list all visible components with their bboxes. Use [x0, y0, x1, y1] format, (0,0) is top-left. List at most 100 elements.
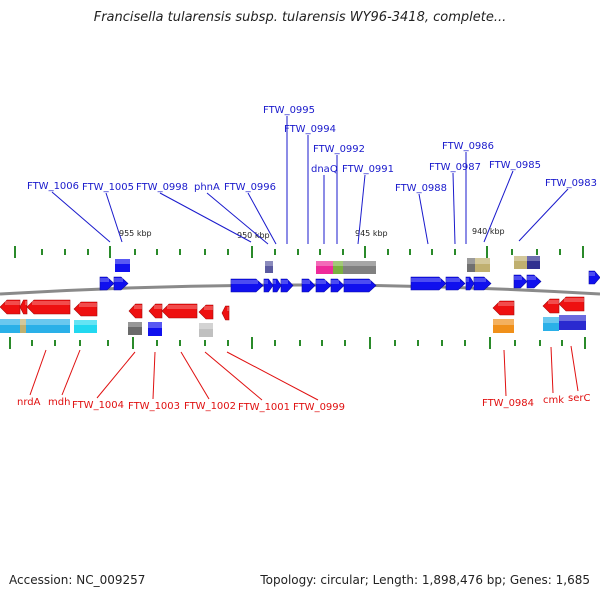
- feature-block: [467, 258, 475, 272]
- feature-block: [543, 317, 559, 331]
- reverse-gene-arrow: [558, 296, 585, 312]
- gene-arrow-shine: [227, 307, 229, 311]
- gene-arrow-shine: [498, 302, 514, 306]
- feature-block: [514, 256, 527, 269]
- page-title: Francisella tularensis subsp. tularensis…: [93, 10, 507, 25]
- forward-label-leader: [206, 192, 269, 245]
- feature-block: [493, 319, 514, 333]
- reverse-gene-label-ftw-1003: FTW_1003: [128, 401, 180, 412]
- forward-gene-arrow: [301, 278, 316, 293]
- forward-gene-arrow: [230, 278, 264, 293]
- gene-arrow-shine: [264, 280, 268, 284]
- reverse-gene-arrow: [26, 299, 71, 315]
- gene-arrow-shine: [114, 278, 123, 282]
- reverse-strand-genes: [0, 296, 585, 321]
- forward-gene-arrow: [99, 276, 115, 291]
- gene-arrow-shine: [5, 301, 20, 305]
- feature-block-shine: [333, 261, 343, 266]
- feature-block: [128, 322, 142, 335]
- feature-block: [20, 319, 26, 333]
- reverse-gene-label-ftw-1004: FTW_1004: [72, 400, 124, 411]
- gene-arrow-shine: [589, 272, 595, 276]
- feature-block-shine: [467, 258, 475, 264]
- topology-text: Topology: circular; Length: 1,898,476 bp…: [260, 573, 590, 587]
- reverse-gene-label-mdh: mdh: [48, 397, 70, 408]
- forward-gene-label-dnaq: dnaQ: [311, 164, 338, 175]
- gene-arrow-shine: [231, 280, 258, 284]
- forward-gene-label-ftw-0992: FTW_0992: [313, 144, 365, 155]
- forward-label-leader: [357, 174, 366, 245]
- gene-arrow-shine: [446, 278, 460, 282]
- reverse-gene-arrow: [492, 300, 515, 316]
- gene-arrow-shine: [344, 280, 371, 284]
- reverse-gene-arrow: [19, 299, 28, 315]
- feature-block: [333, 261, 343, 274]
- reverse-label-leader: [180, 351, 210, 400]
- gene-arrow-shine: [204, 306, 213, 310]
- reverse-gene-arrow: [148, 303, 163, 319]
- feature-block-shine: [148, 322, 162, 328]
- forward-gene-label-ftw-0994: FTW_0994: [284, 124, 336, 135]
- scale-label: 950 kbp: [237, 231, 270, 240]
- forward-gene-arrow: [113, 276, 129, 291]
- feature-block: [527, 256, 540, 269]
- gene-arrow-shine: [25, 301, 27, 305]
- gene-arrow-shine: [514, 276, 522, 280]
- forward-label-leader: [105, 192, 123, 243]
- forward-gene-label-ftw-1006: FTW_1006: [27, 181, 79, 192]
- reverse-label-leader: [152, 351, 156, 400]
- feature-block-shine: [493, 319, 514, 325]
- reverse-gene-arrow: [0, 299, 21, 315]
- feature-block-shine: [0, 319, 20, 325]
- reverse-gene-label-cmk: cmk: [543, 395, 564, 406]
- feature-block: [0, 319, 20, 333]
- gene-arrow-shine: [527, 276, 536, 280]
- scale-label: 955 kbp: [119, 229, 152, 238]
- forward-gene-arrow: [513, 274, 528, 289]
- reverse-gene-arrow: [128, 303, 143, 319]
- feature-block: [74, 320, 97, 333]
- reverse-gene-arrow: [73, 301, 98, 317]
- feature-block-shine: [20, 319, 26, 325]
- forward-gene-label-ftw-0998: FTW_0998: [136, 182, 188, 193]
- gene-arrow-shine: [273, 280, 276, 284]
- feature-block: [316, 261, 333, 274]
- accession-text: Accession: NC_009257: [9, 573, 146, 587]
- forward-label-leader: [159, 192, 252, 243]
- reverse-label-leader: [503, 349, 507, 397]
- forward-gene-label-phna: phnA: [194, 182, 220, 193]
- scale-label: 945 kbp: [355, 229, 388, 238]
- feature-block-shine: [265, 261, 273, 266]
- forward-gene-label-ftw-0987: FTW_0987: [429, 162, 481, 173]
- feature-block-shine: [316, 261, 333, 266]
- reverse-label-leader: [226, 351, 319, 401]
- forward-label-leader: [452, 172, 456, 245]
- forward-gene-label-ftw-0996: FTW_0996: [224, 182, 276, 193]
- gene-arrow-shine: [302, 280, 310, 284]
- forward-gene-arrow: [315, 278, 332, 293]
- feature-block-shine: [467, 258, 490, 264]
- forward-gene-arrow: [330, 278, 345, 293]
- position-ticks: [9, 246, 586, 349]
- forward-gene-label-ftw-1005: FTW_1005: [82, 182, 134, 193]
- reverse-gene-label-serc: serC: [568, 393, 590, 404]
- reverse-gene-arrow: [161, 303, 198, 319]
- forward-label-leader: [247, 192, 277, 245]
- reverse-label-leader: [570, 345, 579, 392]
- feature-block: [148, 322, 162, 336]
- forward-gene-label-ftw-0983: FTW_0983: [545, 178, 597, 189]
- gene-arrow-shine: [134, 305, 142, 309]
- forward-gene-arrow: [473, 276, 492, 291]
- feature-block-shine: [343, 261, 376, 266]
- forward-gene-arrow: [445, 276, 466, 291]
- reverse-label-leader: [204, 351, 263, 401]
- forward-gene-arrow: [263, 278, 274, 293]
- gene-arrow-shine: [411, 278, 441, 282]
- reverse-gene-arrow: [198, 304, 214, 320]
- forward-gene-label-ftw-0988: FTW_0988: [395, 183, 447, 194]
- feature-block-shine: [543, 317, 559, 323]
- reverse-gene-label-ftw-1002: FTW_1002: [184, 401, 236, 412]
- reverse-gene-arrow: [221, 305, 230, 321]
- forward-gene-arrow: [280, 278, 294, 293]
